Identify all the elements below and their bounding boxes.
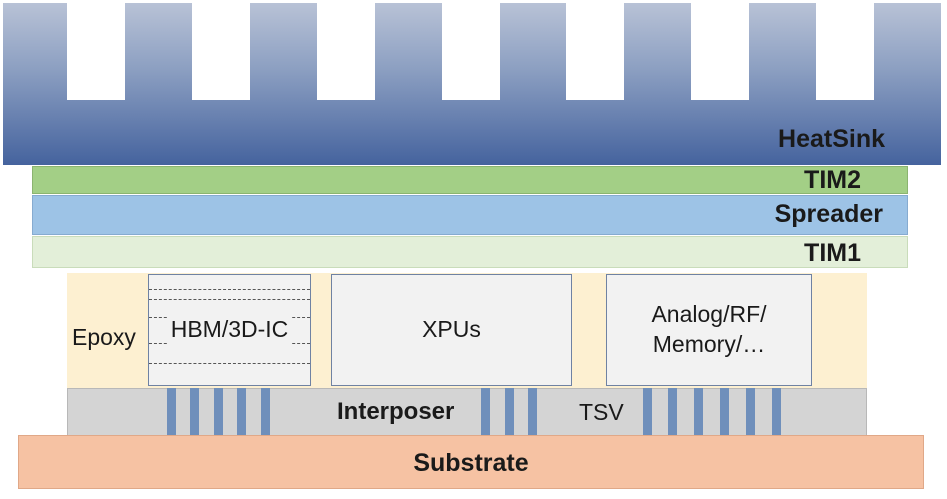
epoxy-label: Epoxy <box>72 324 136 350</box>
heatsink-fin-gap <box>67 3 125 100</box>
hbm-stack-line <box>149 289 310 290</box>
substrate-label: Substrate <box>413 449 529 477</box>
xpus-die: XPUs <box>331 274 572 386</box>
xpus-label: XPUs <box>422 316 481 343</box>
tsv-via <box>481 388 490 436</box>
hbm-3d-ic-die: HBM/3D-IC <box>148 274 311 386</box>
tsv-via <box>694 388 703 436</box>
tim1-layer: TIM1 <box>32 236 908 268</box>
analog-label-line1: Analog/RF/ <box>651 301 767 328</box>
heatsink-label: HeatSink <box>778 125 885 153</box>
tsv-via <box>237 388 246 436</box>
tsv-via <box>167 388 176 436</box>
analog-label-line2: Memory/… <box>652 331 766 357</box>
tsv-via <box>190 388 199 436</box>
heatsink-fin-gap <box>566 3 624 100</box>
heatsink: HeatSink <box>3 3 941 165</box>
tsv-via <box>214 388 223 436</box>
analog-rf-memory-die: Analog/RF/ Memory/… <box>606 274 812 386</box>
tsv-label: TSV <box>579 399 624 425</box>
hbm-label: HBM/3D-IC <box>167 315 292 345</box>
tim1-label: TIM1 <box>804 239 861 267</box>
hbm-stack-line <box>149 363 310 364</box>
heatsink-fin-gap <box>442 3 500 100</box>
epoxy-region: Epoxy HBM/3D-IC XPUs Analog/RF/ Memory/… <box>67 273 867 388</box>
tsv-via <box>772 388 781 436</box>
tsv-via <box>643 388 652 436</box>
tsv-via <box>720 388 729 436</box>
tsv-via <box>528 388 537 436</box>
heatsink-fin-gap <box>317 3 375 100</box>
tim2-label: TIM2 <box>804 166 861 194</box>
spreader-label: Spreader <box>774 200 883 228</box>
tsv-via <box>746 388 755 436</box>
tsv-via <box>668 388 677 436</box>
hbm-stack-line <box>149 299 310 300</box>
tim2-layer: TIM2 <box>32 166 908 194</box>
substrate-layer: Substrate <box>18 435 924 489</box>
tsv-via <box>261 388 270 436</box>
tsv-via <box>505 388 514 436</box>
heatsink-fin-gap <box>691 3 749 100</box>
spreader-layer: Spreader <box>32 195 908 235</box>
heatsink-fin-gap <box>816 3 874 100</box>
heatsink-fin-gap <box>192 3 250 100</box>
interposer-label: Interposer <box>337 398 455 425</box>
